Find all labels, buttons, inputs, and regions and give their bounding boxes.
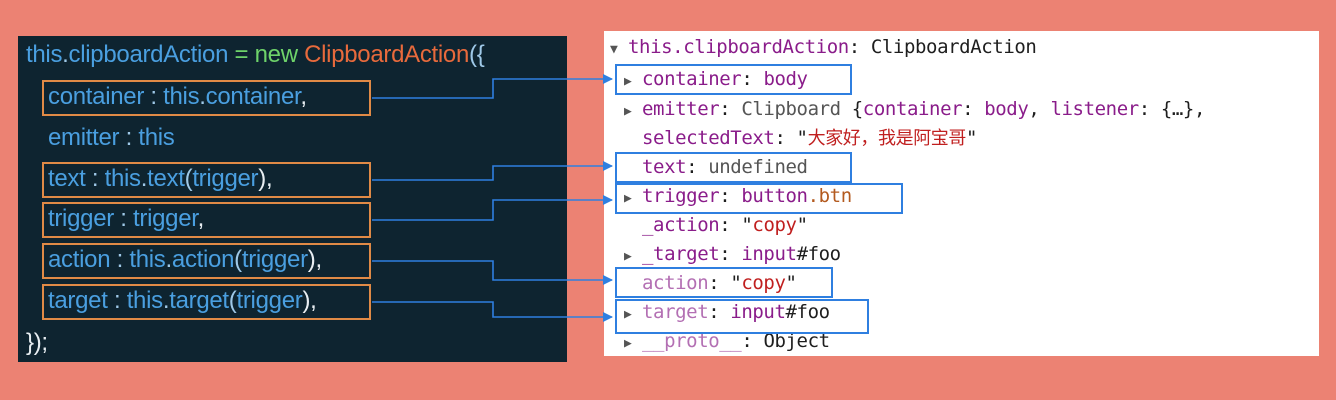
expanded-triangle-icon[interactable]: ▼ — [610, 42, 618, 57]
code-line-target: target : this.target(trigger), — [48, 287, 317, 314]
collapsed-triangle-icon[interactable]: ▶ — [624, 191, 632, 206]
prop-row-private-target[interactable]: ▶_target: input#foo — [624, 240, 841, 269]
prop-row-action: action: "copy" — [642, 272, 797, 294]
collapsed-triangle-icon[interactable]: ▶ — [624, 249, 632, 264]
highlight-code-action — [42, 243, 371, 279]
highlight-code-target — [42, 284, 371, 320]
prop-row-private-action: _action: "copy" — [642, 214, 808, 236]
code-line-close: }); — [26, 329, 48, 356]
collapsed-triangle-icon[interactable]: ▶ — [624, 336, 632, 351]
code-line-constructor: this.clipboardAction = new ClipboardActi… — [26, 41, 485, 68]
arrow-trigger — [372, 195, 613, 221]
code-line-emitter: emitter : this — [48, 124, 175, 151]
code-line-container: container : this.container, — [48, 83, 307, 110]
code-line-action: action : this.action(trigger), — [48, 246, 322, 273]
prop-row-proto[interactable]: ▶__proto__: Object — [624, 327, 830, 356]
highlight-devtools-action — [615, 267, 833, 298]
highlight-code-trigger — [42, 202, 371, 238]
prop-row-container[interactable]: ▶container: body — [624, 65, 808, 94]
arrow-text — [372, 161, 613, 181]
collapsed-triangle-icon[interactable]: ▶ — [624, 307, 632, 322]
highlight-code-text — [42, 162, 371, 198]
code-line-trigger: trigger : trigger, — [48, 205, 205, 232]
object-header[interactable]: ▼this.clipboardAction: ClipboardAction — [610, 33, 1037, 62]
arrow-action — [372, 260, 613, 285]
highlight-devtools-target — [615, 299, 869, 334]
highlight-devtools-text — [615, 152, 852, 183]
code-panel: this.clipboardAction = new ClipboardActi… — [18, 36, 567, 362]
devtools-object-inspector: ▼this.clipboardAction: ClipboardAction ▶… — [604, 31, 1319, 356]
highlight-code-container — [42, 80, 371, 116]
prop-row-target[interactable]: ▶target: input#foo — [624, 298, 830, 327]
arrow-container — [372, 74, 613, 99]
collapsed-triangle-icon[interactable]: ▶ — [624, 104, 632, 119]
prop-row-text: text: undefined — [642, 156, 808, 178]
collapsed-triangle-icon[interactable]: ▶ — [624, 74, 632, 89]
prop-row-emitter[interactable]: ▶emitter: Clipboard {container: body, li… — [624, 95, 1205, 124]
code-line-text: text : this.text(trigger), — [48, 165, 273, 192]
arrow-target — [372, 301, 613, 322]
highlight-devtools-container — [615, 64, 852, 95]
highlight-devtools-trigger — [615, 183, 903, 214]
prop-row-trigger[interactable]: ▶trigger: button.btn — [624, 182, 852, 211]
prop-row-selectedtext: selectedText: "大家好，我是阿宝哥" — [642, 127, 978, 149]
